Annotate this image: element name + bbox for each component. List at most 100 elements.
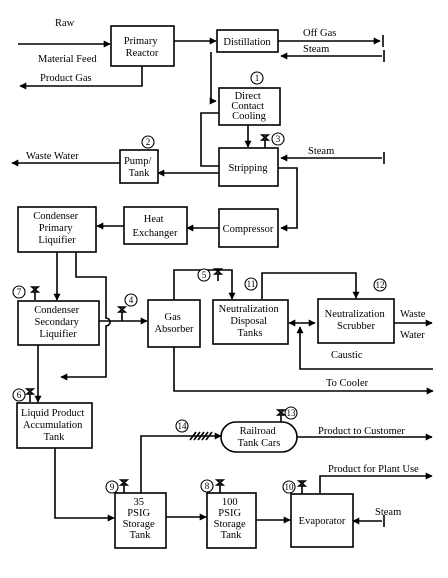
steam-top-label: Steam [303,44,329,55]
point-6-number: 6 [17,390,22,400]
point-14-number: 14 [178,421,188,431]
direct-contact-cooling-box [218,87,281,126]
condenser-secondary-box [17,300,100,346]
condenser-primary-box [17,206,97,253]
flow-lines [11,35,434,527]
product-for-plant-use-label: Product for Plant Use [328,464,419,475]
direct-contact-cooling-label: Direct Contact Cooling [231,91,266,122]
heat-exchanger-label: Heat Exchanger [133,214,178,239]
point-5-valve-icon [212,268,224,281]
point-10-valve-icon [296,480,308,494]
point-3-valve-icon [259,134,271,148]
point-13-circle [284,406,298,420]
point-12-circle [373,278,387,292]
point-10-circle [282,480,296,494]
point-14-hatch-icon [189,431,213,441]
storage35-to-railcars-line [140,432,222,493]
product-gas-label: Product Gas [40,73,92,84]
storage-100-box [206,492,257,549]
cooling-stripping-loop [200,112,219,167]
stripping-label: Stripping [228,163,268,174]
product-plant-use-line [319,472,433,493]
to-cooler-label: To Cooler [326,378,369,389]
point-7-number: 7 [17,287,22,297]
stripping-to-compressor-line [278,167,298,232]
compressor-label: Compressor [223,224,274,235]
liquid-tank-to-storage35-line [54,448,115,522]
point-3-number: 3 [276,134,281,144]
stream-labels: Raw Material Feed Product Gas Off Gas St… [26,18,426,518]
compressor-box [218,208,279,248]
liquid-product-tank-label: Liquid Product Accumulation Tank [21,408,87,443]
process-unit-labels: Primary Reactor Distillation Direct Cont… [21,36,388,541]
storage-35-box [114,492,167,549]
neutralization-disposal-label: Neutralization Disposal Tanks [219,304,282,339]
off-gas-label: Off Gas [303,28,336,39]
point-12-number: 12 [376,280,385,290]
point-5-circle [197,268,211,282]
point-8-number: 8 [205,481,210,491]
point-13-valve-icon [275,409,287,422]
pump-tank-label: Pump/ Tank [124,156,154,179]
point-6-circle [12,388,26,402]
sampling-points: 1 2 3 4 5 6 7 8 9 10 [12,71,387,494]
neutralization-scrubber-label: Neutralization Scrubber [325,309,388,332]
point-10-number: 10 [285,482,295,492]
point-8-circle [200,479,214,493]
point-7-circle [12,285,26,299]
neutralization-disposal-box [212,299,289,345]
evaporator-label: Evaporator [299,516,346,527]
water-label: Water [400,330,425,341]
primary-reactor-box [110,25,175,67]
product-gas-line [19,66,143,90]
raw-label: Raw [55,18,75,29]
point-13-number: 13 [287,408,297,418]
point-5-number: 5 [202,270,207,280]
point-9-valve-icon [118,479,130,493]
liquid-product-tank-box [16,402,93,449]
point-8-valve-icon [214,479,226,493]
neutralization-scrubber-box [317,298,395,344]
point-14-circle [175,419,189,433]
to-cooler-line [173,347,434,395]
railroad-tank-cars-box [220,421,298,453]
storage-100-label: 100 PSIG Storage Tank [214,497,249,541]
waste-label: Waste [400,309,426,320]
point-1-circle [250,71,264,85]
point-11-circle [244,277,258,291]
point-9-circle [105,480,119,494]
evaporator-box [290,493,354,548]
condenser-secondary-label: Condenser Secondary Liquifier [34,305,82,340]
steam-stripping-label: Steam [308,146,334,157]
process-units [16,25,395,549]
storage-35-label: 35 PSIG Storage Tank [123,497,158,541]
railroad-tank-cars-label: Railroad Tank Cars [238,426,281,449]
point-4-circle [124,293,138,307]
distillation-to-cooling-line [209,52,217,105]
stripping-box [218,147,279,187]
point-3-circle [271,132,285,146]
gas-absorber-box [147,299,201,348]
point-2-number: 2 [146,137,151,147]
heat-exchanger-box [123,206,188,245]
point-6-valve-icon [24,388,36,402]
waste-water-left-label: Waste Water [26,151,79,162]
material-feed-label: Material Feed [38,54,97,65]
product-to-customer-label: Product to Customer [318,426,405,437]
point-11-number: 11 [247,279,256,289]
pump-tank-box [119,149,159,184]
caustic-line [296,326,433,370]
point-7-valve-icon [29,286,41,300]
caustic-label: Caustic [331,350,363,361]
primary-reactor-label: Primary Reactor [124,36,160,59]
point-4-valve-icon [116,306,128,321]
gas-absorber-label: Gas Absorber [154,312,194,335]
steam-evaporator-label: Steam [375,507,401,518]
point-9-number: 9 [110,482,115,492]
point-1-number: 1 [255,73,260,83]
point-2-circle [141,135,155,149]
condenser-primary-label: Condenser Primary Liquifier [33,211,81,246]
distillation-box [216,29,279,53]
point-4-number: 4 [129,295,134,305]
